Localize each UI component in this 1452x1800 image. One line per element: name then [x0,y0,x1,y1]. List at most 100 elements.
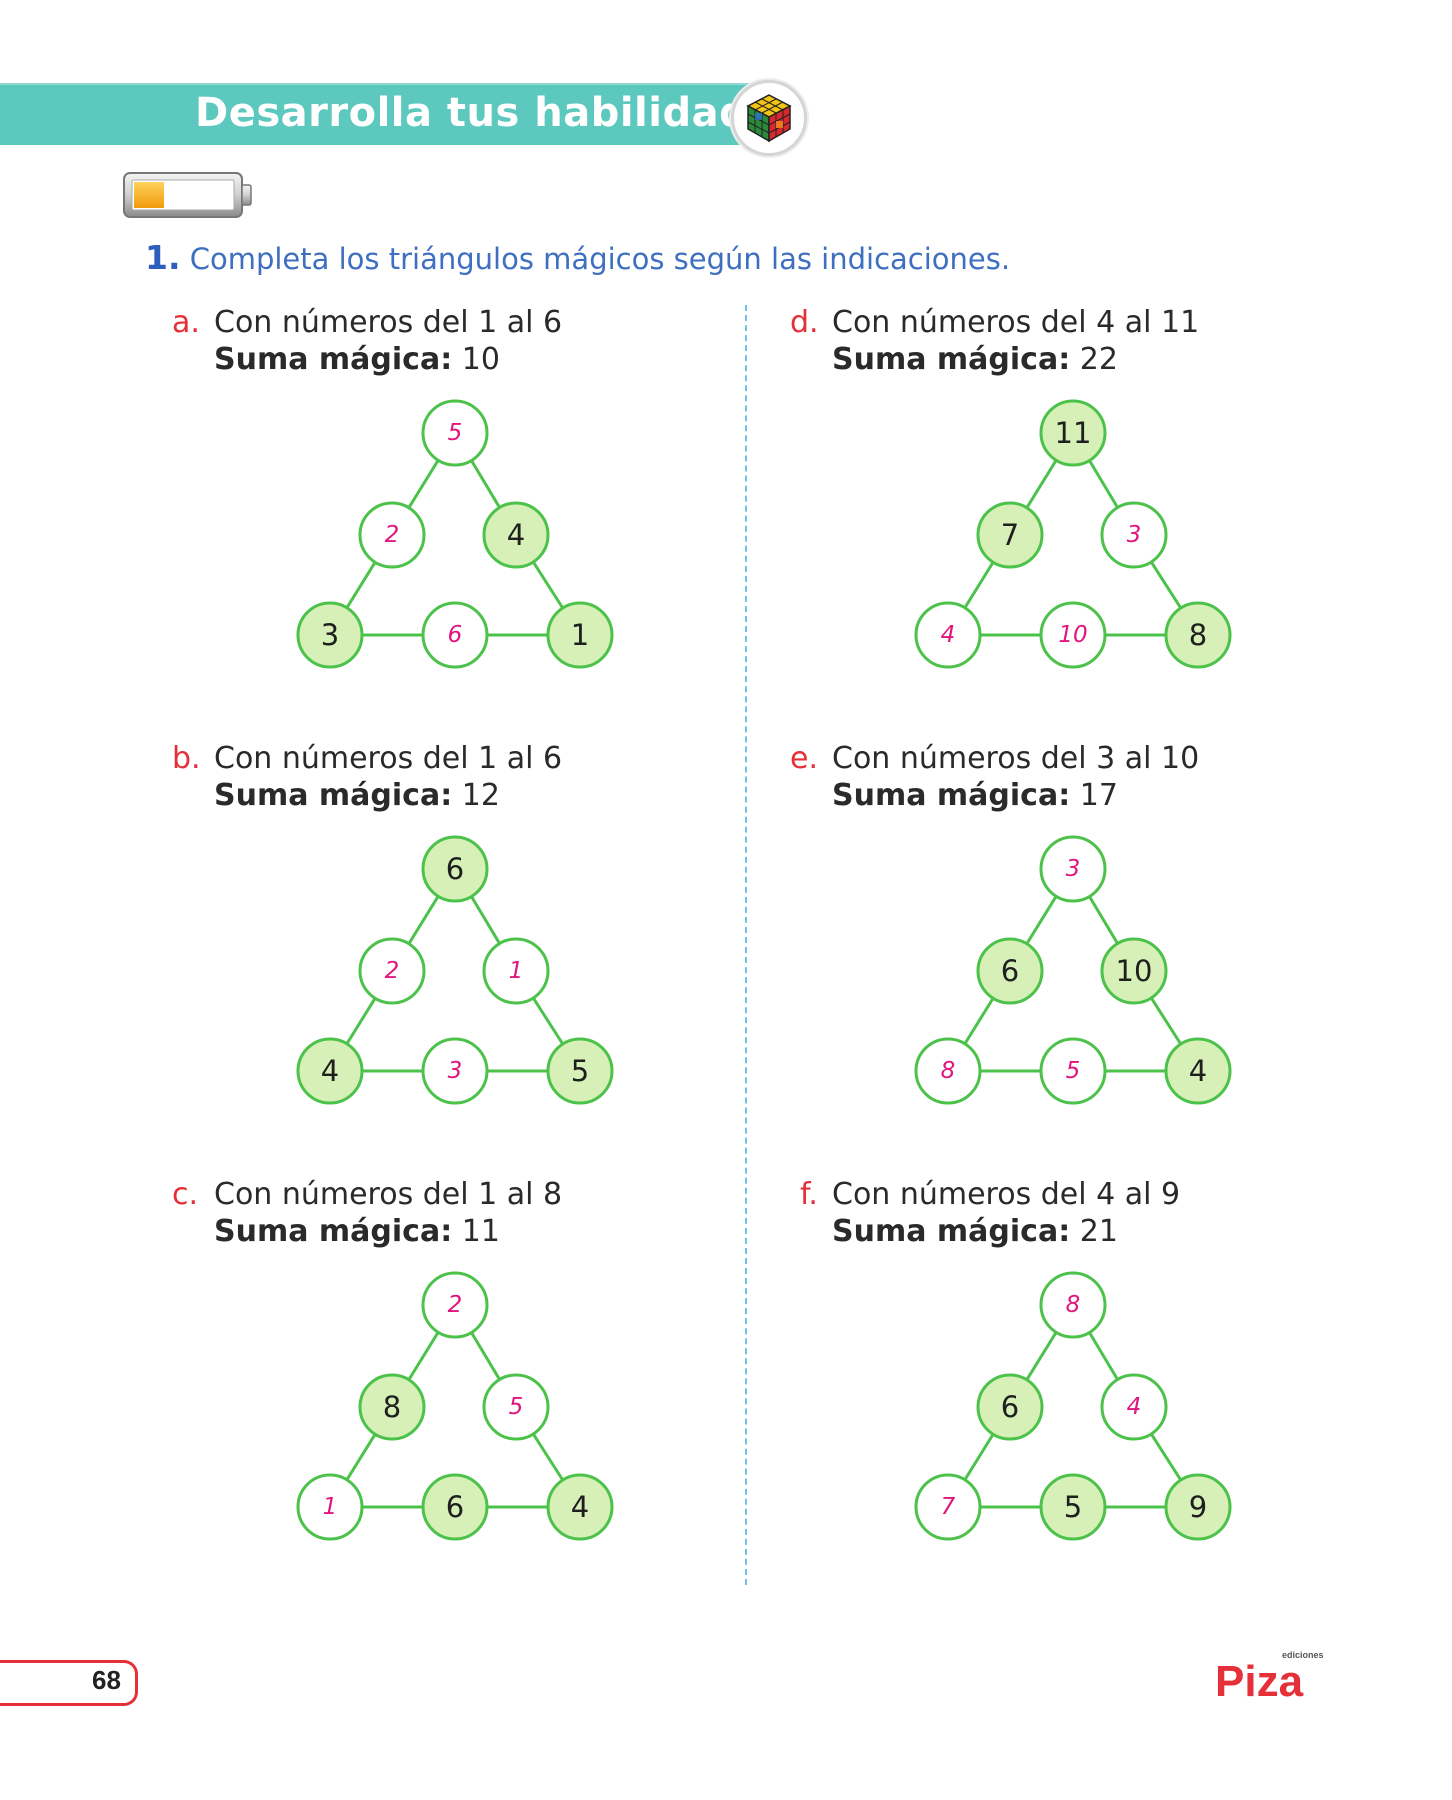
problem-e-header: e.Con números del 3 al 10 Suma mágica: 1… [790,740,1199,814]
given-number-circle: 4 [296,1037,364,1105]
magic-triangle-e: 3 6 10 8 5 4 [914,835,1232,1105]
node-circle [976,501,1044,569]
given-number-circle: 7 [976,501,1044,569]
answer-number: 5 [509,1394,524,1420]
answer-number-circle: 10 [1039,601,1107,669]
node-circle [482,501,550,569]
given-number: 8 [383,1390,401,1424]
problem-letter: a. [172,305,200,340]
given-number-circle: 8 [358,1373,426,1441]
node-circle [1039,1271,1107,1339]
given-number-circle: 4 [482,501,550,569]
node-circle [421,1271,489,1339]
problem-f-header: f. Con números del 4 al 9 Suma mágica: 21 [790,1176,1180,1250]
node-circle [546,1473,614,1541]
problem-range: Con números del 1 al 8 [214,1177,563,1212]
problem-c-header: c.Con números del 1 al 8 Suma mágica: 11 [172,1176,562,1250]
sum-label: Suma mágica: [832,1214,1071,1249]
node-circle [546,601,614,669]
problem-letter: d. [790,305,819,340]
node-circle [421,835,489,903]
header-banner [0,83,750,145]
node-circle [358,1373,426,1441]
given-number: 4 [507,518,525,552]
answer-number-circle: 8 [1039,1271,1107,1339]
problem-letter: f. [800,1177,818,1212]
sum-value: 21 [1079,1214,1118,1249]
sum-value: 17 [1079,778,1118,813]
given-number-circle: 8 [1164,601,1232,669]
problem-range: Con números del 3 al 10 [832,741,1200,776]
problem-range: Con números del 1 al 6 [214,741,563,776]
node-circle [482,937,550,1005]
given-number-circle: 5 [1039,1473,1107,1541]
given-number: 3 [321,618,339,652]
answer-number-circle: 1 [296,1473,364,1541]
sum-label: Suma mágica: [214,1214,453,1249]
node-circle [914,1473,982,1541]
sum-value: 10 [461,342,500,377]
node-circle [914,601,982,669]
answer-number-circle: 4 [914,601,982,669]
answer-number-circle: 8 [914,1037,982,1105]
answer-number: 1 [509,958,524,984]
given-number-circle: 6 [421,1473,489,1541]
answer-number-circle: 7 [914,1473,982,1541]
given-number-circle: 5 [546,1037,614,1105]
answer-number-circle: 3 [421,1037,489,1105]
given-number-circle: 11 [1039,399,1107,467]
answer-number: 4 [941,622,956,648]
given-number: 10 [1116,954,1153,988]
answer-number: 2 [385,522,400,548]
answer-number-circle: 4 [1100,1373,1168,1441]
problem-range: Con números del 1 al 6 [214,305,563,340]
publisher-small-text: ediciones [1282,1650,1324,1660]
node-circle [1100,937,1168,1005]
problem-letter: c. [172,1177,199,1212]
answer-number: 8 [1066,1292,1081,1318]
answer-number-circle: 6 [421,601,489,669]
node-circle [976,937,1044,1005]
answer-number: 6 [448,622,463,648]
node-circle [914,1037,982,1105]
sum-label: Suma mágica: [214,778,453,813]
given-number: 5 [571,1054,589,1088]
answer-number: 1 [323,1494,338,1520]
publisher-logo-text: Piza [1215,1657,1304,1702]
given-number-circle: 6 [976,1373,1044,1441]
given-number: 8 [1189,618,1207,652]
given-number-circle: 4 [1164,1037,1232,1105]
sum-label: Suma mágica: [832,342,1071,377]
answer-number: 3 [1066,856,1081,882]
answer-number-circle: 3 [1100,501,1168,569]
node-circle [296,601,364,669]
given-number: 4 [1189,1054,1207,1088]
given-number: 4 [571,1490,589,1524]
node-circle [1164,1473,1232,1541]
answer-number-circle: 5 [482,1373,550,1441]
answer-number-circle: 2 [358,937,426,1005]
node-circle [296,1473,364,1541]
node-circle [358,937,426,1005]
problem-a-header: a.Con números del 1 al 6 Suma mágica: 10 [172,304,562,378]
instruction-text: Completa los triángulos mágicos según la… [189,242,1011,276]
node-circle [1039,1037,1107,1105]
answer-number: 7 [941,1494,956,1520]
answer-number-circle: 5 [1039,1037,1107,1105]
answer-number: 5 [1066,1058,1081,1084]
given-number: 6 [446,852,464,886]
given-number: 5 [1064,1490,1082,1524]
given-number: 6 [1001,954,1019,988]
node-circle [1039,835,1107,903]
node-circle [421,1473,489,1541]
problem-range: Con números del 4 al 9 [832,1177,1181,1212]
node-circle [421,1037,489,1105]
given-number-circle: 4 [546,1473,614,1541]
answer-number: 2 [385,958,400,984]
node-circle [421,601,489,669]
difficulty-battery-icon [122,170,257,220]
given-number: 1 [571,618,589,652]
